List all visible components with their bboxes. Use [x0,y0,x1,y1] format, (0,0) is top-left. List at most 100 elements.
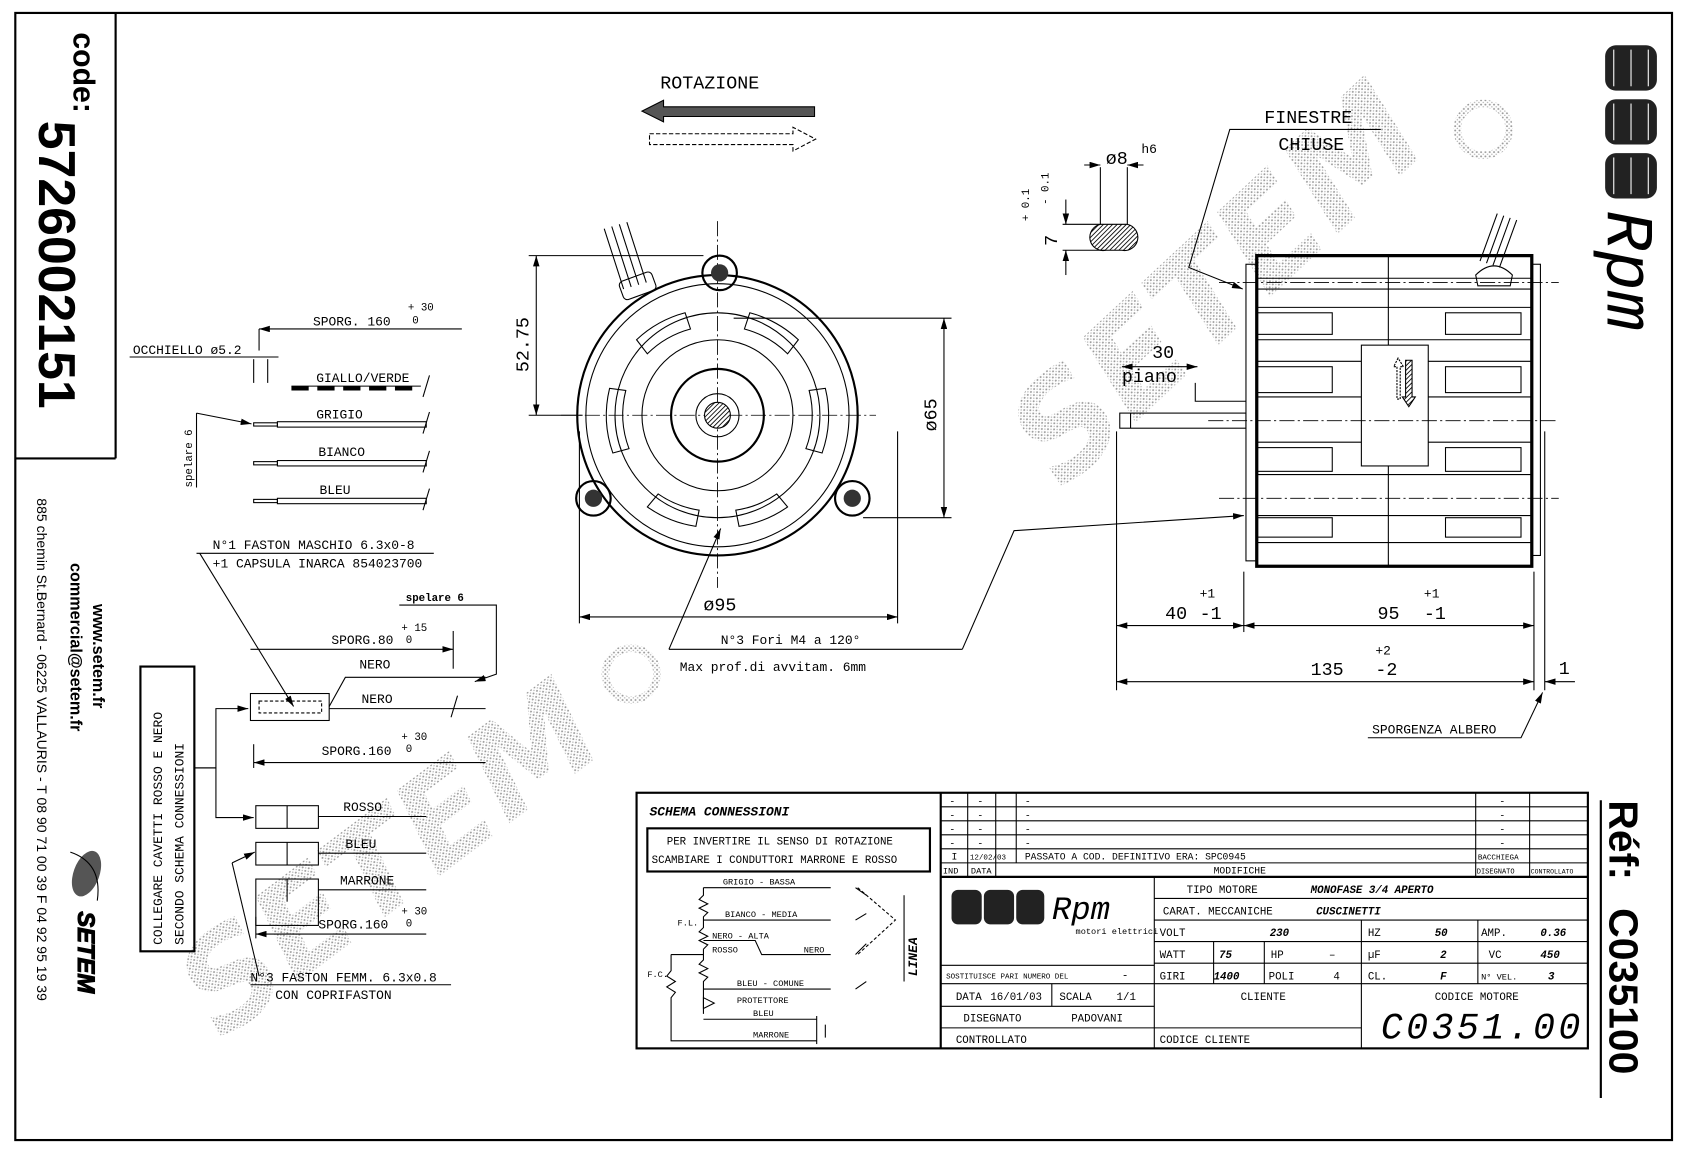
connector-female-sporg160-plus-text: + 30 [401,907,427,919]
connection-schema: GRIGIO - BASSA BIANCO - MEDIA NERO - ALT… [647,877,921,1045]
connector-male-sporg160-plus-text: + 30 [401,732,427,744]
title-block-revisions-3-data-text: - [977,839,983,850]
connector-male-wire1-text: NERO [359,658,390,673]
side-view-dim-total-text: 135 [1311,660,1344,681]
side-view-dim-body-text: 95 [1378,604,1400,625]
connector-male-sporg80-text: SPORG.80 [331,633,393,648]
note-box-line2-text: SECONDO SCHEMA CONNESSIONI [173,743,188,945]
title-block-watt-value-text: 75 [1219,950,1232,962]
title-block-invert-line1-text: PER INVERTIRE IL SENSO DI ROTAZIONE [667,837,893,849]
title-block-revisions-2-text-text: - [1025,825,1031,836]
title-block-uf-label-text: µF [1368,950,1381,962]
title-block-giri-value-text: 1400 [1214,971,1240,983]
title-block-revisions-3-drawn-text: - [1499,839,1505,850]
cable [1475,213,1518,287]
title-block-rev-headers-data-text: DATA [971,867,992,877]
side-view-dim-body-minus-text: -1 [1424,604,1446,625]
connector-female-wires-1-text: BLEU [345,837,376,852]
title-block-checked-label-text: CONTROLLATO [956,1035,1027,1047]
title-block-tipo-label-text: TIPO MOTORE [1187,885,1258,897]
title-block-schema-bleu2-text: BLEU [753,1009,774,1019]
connector-male-strip-text: spelare 6 [406,593,464,605]
left-strip-brand-text: SETEM [72,911,98,994]
shaft-detail-diameter-text: ø8 [1106,149,1128,170]
connector-male-sporg80-plus-text: + 15 [401,623,427,635]
title-block-revisions-4-text-text: PASSATO A COD. DEFINITIVO ERA: SPC0945 [1025,852,1246,863]
title-block-schema-bleu-text: BLEU - COMUNE [737,979,804,989]
title-block-poli-value-text: 4 [1333,971,1339,983]
direction-down-arrow-icon [1401,359,1417,408]
title-block-giri-label-text: GIRI [1160,971,1186,983]
title-block-revisions-1-ind-text: - [949,811,955,822]
connector-female-wires-2-text: MARRONE [340,873,395,888]
title-block-revisions-3-text-text: - [1025,839,1031,850]
title-block-scale-label-text: SCALA [1059,992,1092,1004]
title-block-client-label-text: CLIENTE [1241,992,1286,1004]
title-block-schema-protettore-text: PROTETTORE [737,996,789,1006]
mounting-lug [575,254,871,517]
cable [603,222,657,301]
title-block-revisions-2-ind-text: - [949,825,955,836]
email: commercial@setem.fr [66,563,84,732]
side-view-flat-label-text: piano [1122,367,1177,388]
title-block-revisions-1-data-text: - [977,811,983,822]
title-block-schema-grigio-text: GRIGIO - BASSA [723,877,796,887]
side-view-dim-shaft-text: 40 [1165,604,1187,625]
wires-top-wires-3-text: BLEU [319,483,350,498]
wires-top-eyelet-text: OCCHIELLO ø5.2 [133,343,242,358]
drawing-frame [14,11,1674,1142]
title-block-revisions-2-data-text: - [977,825,983,836]
side-view-dim-protrusion-text: 1 [1559,659,1570,680]
connector-male-line2-text: +1 CAPSULA INARCA 854023700 [213,556,423,571]
title-block-amp-label-text: AMP. [1481,928,1507,940]
title-block-cl-value-text: F [1440,971,1447,983]
title-block-vel-label-text: N° VEL. [1481,972,1517,982]
title-block-schema-bianco-text: BIANCO - MEDIA [725,910,798,920]
title-block-poli-label-text: POLI [1269,971,1295,983]
code-value: 5726002151 [28,121,86,409]
title-block-rev-headers-ind-text: IND [943,867,959,877]
title-block-revisions-4-data-text: 12/02/03 [970,855,1007,863]
title-block-revisions-1-drawn-text: - [1499,811,1505,822]
rpm-logo: Rpm [1586,45,1662,331]
title-block-rev-headers-text-text: MODIFICHE [1214,866,1267,877]
connector-male-sporg80-minus-text: 0 [406,635,412,647]
title-block-revisions-4-ind-text: I [952,852,958,863]
shaft-detail-flat-tol-minus-text: - 0.1 [1041,173,1053,205]
wires-top-sporg-tol-plus-text: + 30 [408,303,434,315]
title-block-cl-label-text: CL. [1368,971,1387,983]
ref-label: Réf: [1600,800,1646,880]
title-block-schema-linea-text: LINEA [906,937,921,976]
wiring-note: COLLEGARE CAVETTI ROSSO E NERO SECONDO S… [139,665,254,953]
title-block-uf-value-text: 2 [1440,950,1447,962]
connector-female-sporg160-text: SPORG.160 [318,918,388,933]
title-block-scale-value-text: 1/1 [1117,992,1136,1004]
wires-top-wires-1-text: GRIGIO [316,407,363,422]
side-view-dim-shaft-plus-text: +1 [1200,587,1216,602]
wires-top-strip-text: spelare 6 [184,429,196,487]
title-block-revisions-3-ind-text: - [949,839,955,850]
connector-male-line1-text: N°1 FASTON MASCHIO 6.3x0-8 [213,538,415,553]
setem-logo: SETEM [70,850,102,995]
rpm-logo-small: Rpm motori elettrici [951,889,1158,937]
shaft-detail-flat-text: 7 [1042,235,1063,246]
title-block-vc-label-text: VC [1489,950,1502,962]
title-block-amp-value-text: 0.36 [1540,928,1566,940]
title-block-schema-fc-text: F.C. [647,970,668,980]
connector-female: ROSSO BLEU MARRONE SPORG.160 + 30 0 N°3 … [231,800,452,1003]
title-block-rev-headers-checked-text: CONTROLLATO [1531,869,1574,876]
side-view-windows-line2-text: CHIUSE [1278,135,1344,156]
wires-top-wires-0-text: GIALLO/VERDE [316,371,409,386]
title-block-schema-nero2-text: NERO [804,945,825,955]
front-view: 52.75 ø65 ø95 N°3 Fori M4 a 120° Max pro… [514,221,1244,675]
title-block-motor-code-label-text: CODICE MOTORE [1435,992,1519,1004]
wires-top-sporg-text: SPORG. 160 [313,315,391,330]
title-block-hp-value-text: – [1329,950,1335,962]
connector-male-sporg160-text: SPORG.160 [322,744,392,759]
shaft-detail-flat-tol-plus-text: + 0.1 [1021,189,1033,221]
wires-top-sporg-tol-minus-text: 0 [412,316,418,328]
title-block-hp-label-text: HP [1271,950,1284,962]
watermark-text-text: SETEM [149,652,629,1066]
title-block-volt-value-text: 230 [1270,928,1290,940]
